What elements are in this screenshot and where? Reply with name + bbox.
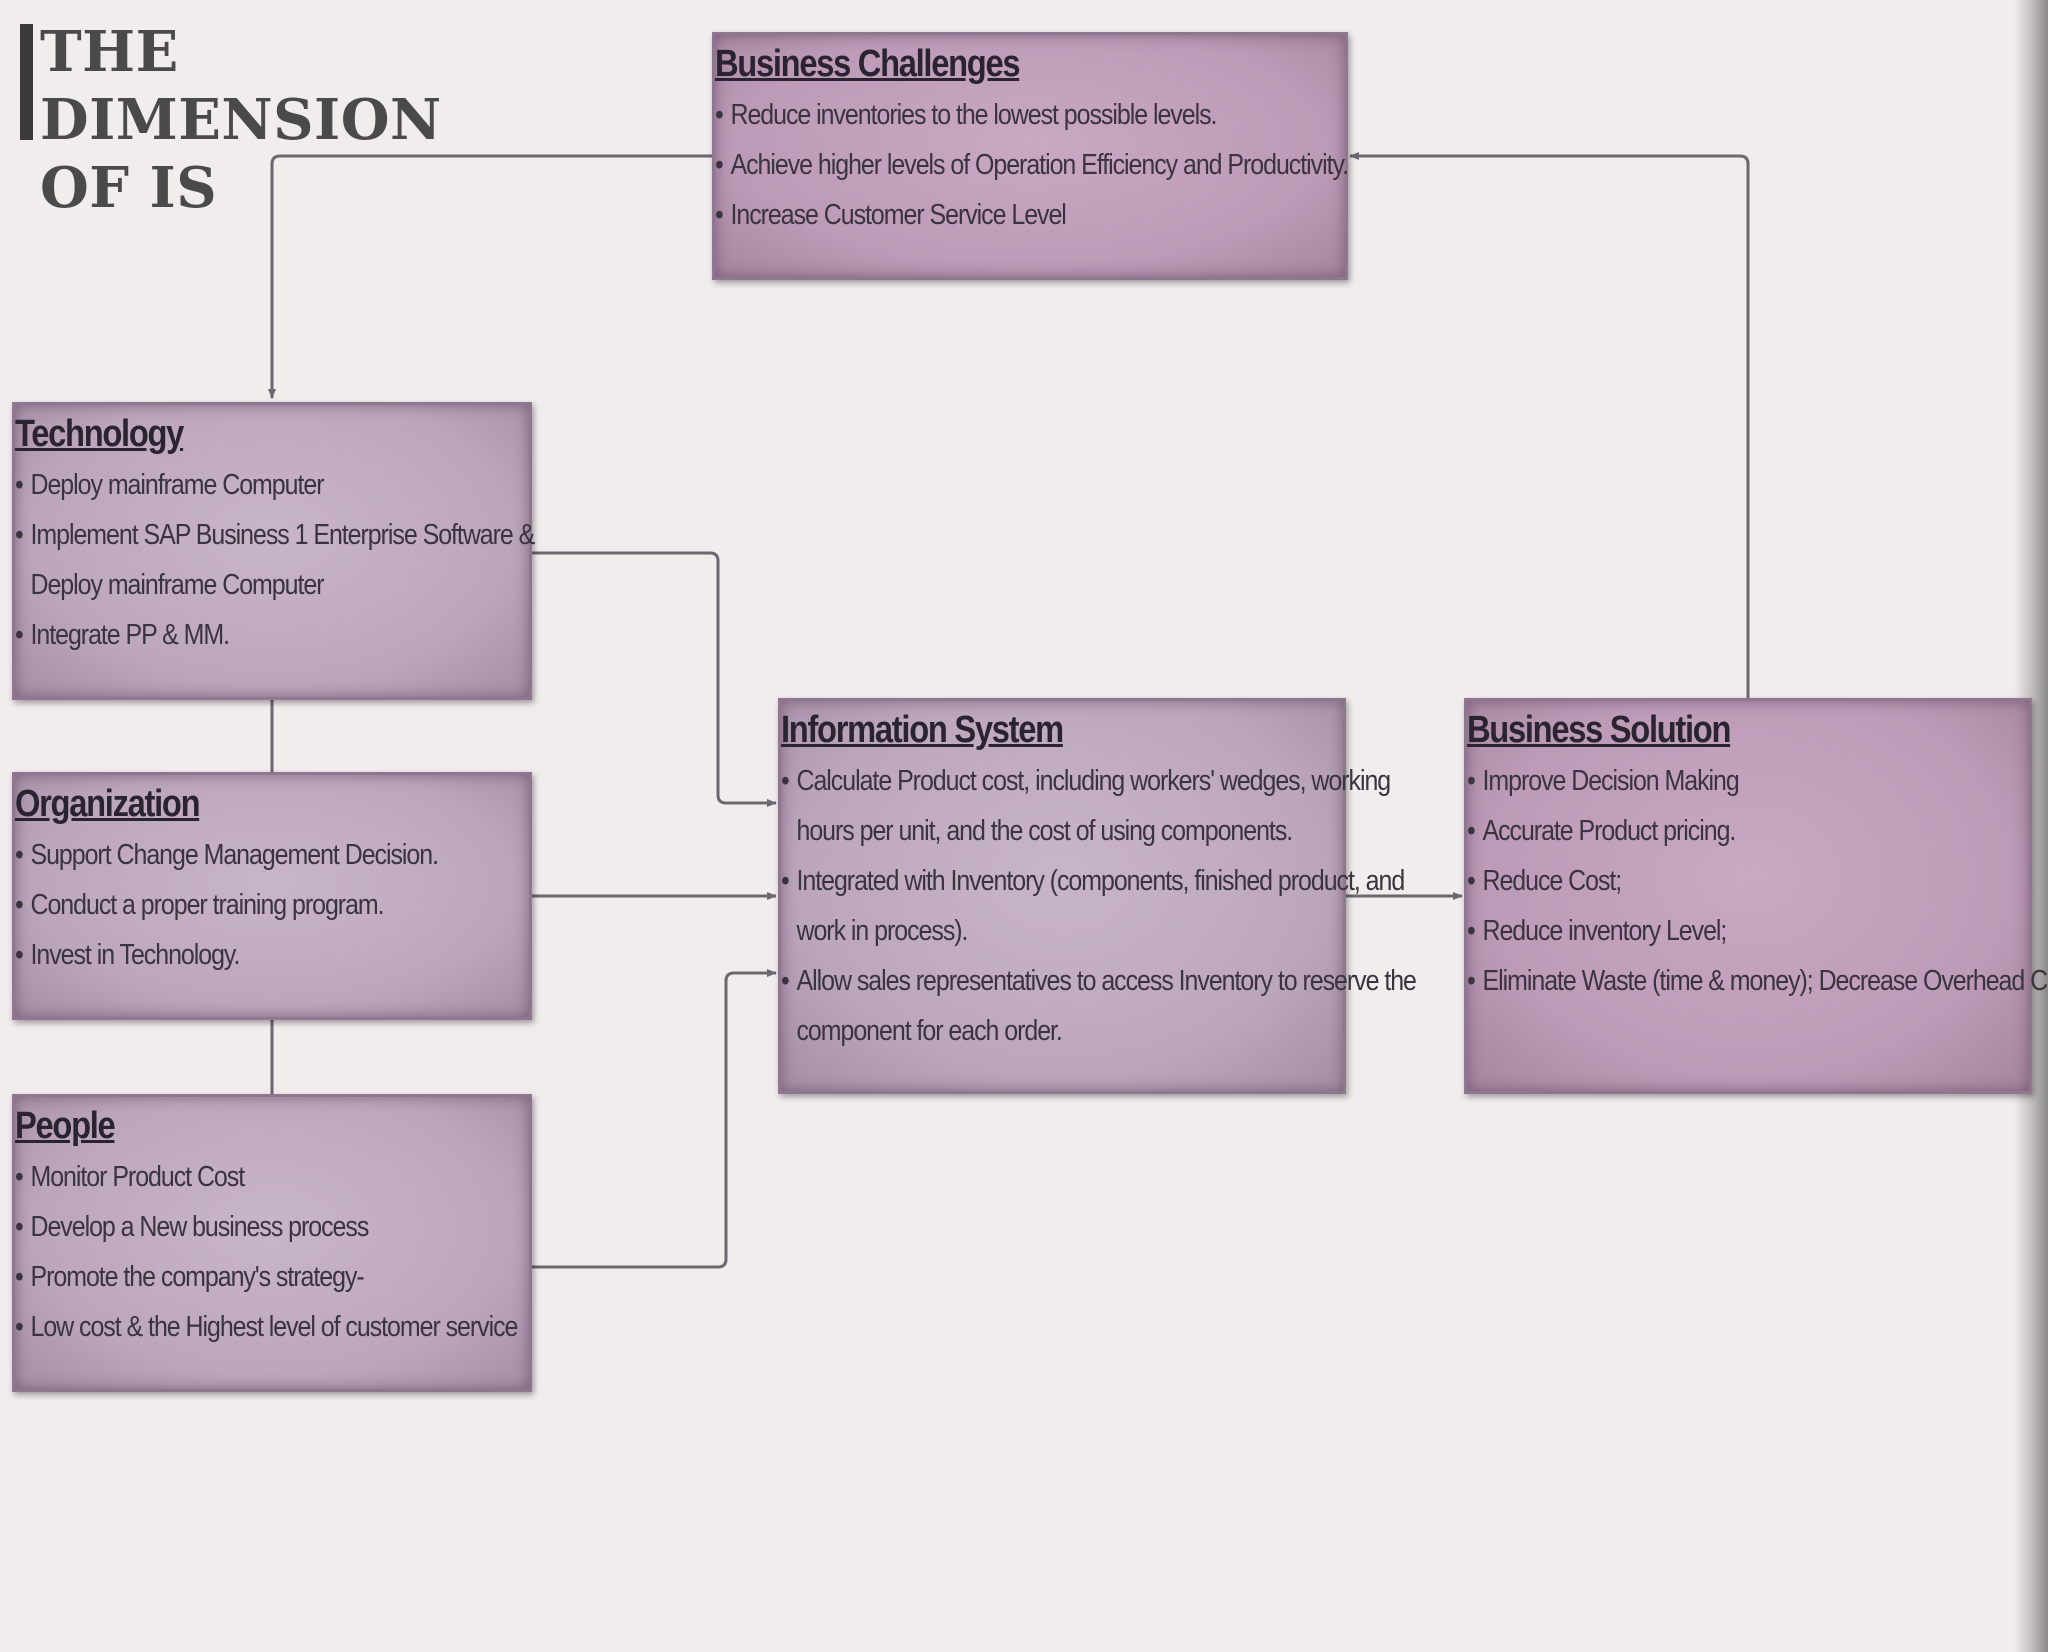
list-item-text: Accurate Product pricing.	[1482, 815, 1736, 847]
organization-box: Organization •Support Change Management …	[12, 772, 532, 1020]
list-item: •Conduct a proper training program.	[15, 880, 457, 930]
business-challenges-heading: Business Challenges	[715, 43, 1021, 85]
list-item: •Integrated with Inventory (components, …	[781, 856, 1405, 956]
bullet-icon: •	[15, 1211, 24, 1243]
bullet-icon: •	[15, 889, 24, 921]
list-item: •Achieve higher levels of Operation Effi…	[715, 140, 1349, 190]
list-item-text: Achieve higher levels of Operation Effic…	[730, 149, 1349, 181]
list-item: •Reduce Cost;	[1467, 856, 1950, 906]
business-challenges-list: •Reduce inventories to the lowest possib…	[715, 90, 1349, 240]
title-accent-bar	[20, 24, 33, 140]
bullet-icon: •	[1467, 915, 1476, 947]
list-item-text: Calculate Product cost, including worker…	[796, 765, 1391, 797]
bullet-icon: •	[15, 1161, 24, 1193]
bullet-icon: •	[1467, 815, 1476, 847]
list-item: •Improve Decision Making	[1467, 756, 1950, 806]
connector-challenges-to-technology	[268, 154, 712, 399]
information-system-heading: Information System	[781, 709, 1064, 751]
business-solution-list: •Improve Decision Making •Accurate Produ…	[1467, 756, 2048, 1006]
list-item: •Develop a New business process	[15, 1202, 457, 1252]
list-item-text: Monitor Product Cost	[30, 1161, 245, 1193]
information-system-box: Information System •Calculate Product co…	[778, 698, 1417, 1094]
list-item-text: Reduce Cost;	[1482, 865, 1622, 897]
list-item: •Deploy mainframe Computer	[15, 460, 457, 510]
bullet-icon: •	[15, 619, 24, 651]
list-item: •Integrate PP & MM.	[15, 610, 457, 660]
list-item: •Support Change Management Decision.	[15, 830, 457, 880]
list-item: •Calculate Product cost, including worke…	[781, 756, 1391, 856]
bullet-icon: •	[1467, 865, 1476, 897]
list-item: •Reduce inventories to the lowest possib…	[715, 90, 1257, 140]
bullet-icon: •	[1467, 765, 1476, 797]
technology-box: Technology •Deploy mainframe Computer •I…	[12, 402, 535, 700]
bullet-icon: •	[715, 149, 724, 181]
list-item: •Increase Customer Service Level	[715, 190, 1257, 240]
list-item-text: Improve Decision Making	[1482, 765, 1739, 797]
bullet-icon: •	[15, 939, 24, 971]
list-item: •Monitor Product Cost	[15, 1152, 457, 1202]
business-solution-heading: Business Solution	[1467, 709, 1731, 751]
list-item-text: Implement SAP Business 1 Enterprise Soft…	[30, 519, 535, 551]
list-item-text: Integrate PP & MM.	[30, 619, 230, 651]
business-challenges-box: Business Challenges •Reduce inventories …	[712, 32, 1349, 280]
list-item: •Allow sales representatives to access I…	[781, 956, 1417, 1056]
bullet-icon: •	[715, 99, 724, 131]
list-item: •Reduce inventory Level;	[1467, 906, 1950, 956]
organization-heading: Organization	[15, 783, 201, 825]
list-item-text: Eliminate Waste (time & money); Decrease…	[1482, 965, 2048, 997]
list-item: •Promote the company's strategy-	[15, 1252, 457, 1302]
bullet-icon: •	[15, 519, 24, 551]
connector-business-solution-to-challenges	[1349, 152, 1750, 698]
people-heading: People	[15, 1105, 116, 1147]
list-item-text: Allow sales representatives to access In…	[796, 965, 1416, 997]
bullet-icon: •	[15, 469, 24, 501]
list-item: •Implement SAP Business 1 Enterprise Sof…	[15, 510, 535, 610]
bullet-icon: •	[715, 199, 724, 231]
list-item-text: Invest in Technology.	[30, 939, 240, 971]
information-system-list: •Calculate Product cost, including worke…	[781, 756, 1417, 1056]
list-item-text-continued: component for each order.	[796, 1015, 1062, 1047]
technology-heading: Technology	[15, 413, 184, 455]
list-item-text: Increase Customer Service Level	[730, 199, 1066, 231]
list-item-text: Integrated with Inventory (components, f…	[796, 865, 1405, 897]
bullet-icon: •	[15, 1261, 24, 1293]
organization-list: •Support Change Management Decision. •Co…	[15, 830, 529, 980]
list-item: •Eliminate Waste (time & money); Decreas…	[1467, 956, 2048, 1006]
bullet-icon: •	[781, 865, 790, 897]
connector-technology-to-information-system	[522, 551, 777, 807]
page-title-line-2: OF IS	[40, 155, 218, 221]
list-item-text: Low cost & the Highest level of customer…	[30, 1311, 518, 1343]
business-solution-box: Business Solution •Improve Decision Maki…	[1464, 698, 2048, 1094]
technology-list: •Deploy mainframe Computer •Implement SA…	[15, 460, 535, 660]
people-box: People •Monitor Product Cost •Develop a …	[12, 1094, 532, 1392]
page-title: THE DIMENSION OF IS	[40, 18, 600, 222]
list-item: •Low cost & the Highest level of custome…	[15, 1302, 518, 1352]
list-item-text: Develop a New business process	[30, 1211, 369, 1243]
list-item-text-continued: Deploy mainframe Computer	[30, 569, 324, 601]
list-item-text: Reduce inventory Level;	[1482, 915, 1727, 947]
list-item-text: Conduct a proper training program.	[30, 889, 384, 921]
connector-people-to-information-system	[532, 969, 777, 1269]
list-item-text: Support Change Management Decision.	[30, 839, 439, 871]
list-item: •Accurate Product pricing.	[1467, 806, 1950, 856]
bullet-icon: •	[781, 765, 790, 797]
bullet-icon: •	[781, 965, 790, 997]
bullet-icon: •	[15, 839, 24, 871]
list-item-text-continued: work in process).	[796, 915, 968, 947]
page-title-line-1: THE DIMENSION	[40, 19, 442, 153]
bullet-icon: •	[1467, 965, 1476, 997]
list-item-text-continued: hours per unit, and the cost of using co…	[796, 815, 1293, 847]
list-item-text: Reduce inventories to the lowest possibl…	[730, 99, 1217, 131]
list-item-text: Deploy mainframe Computer	[30, 469, 324, 501]
bullet-icon: •	[15, 1311, 24, 1343]
list-item-text: Promote the company's strategy-	[30, 1261, 364, 1293]
people-list: •Monitor Product Cost •Develop a New bus…	[15, 1152, 529, 1352]
list-item: •Invest in Technology.	[15, 930, 457, 980]
